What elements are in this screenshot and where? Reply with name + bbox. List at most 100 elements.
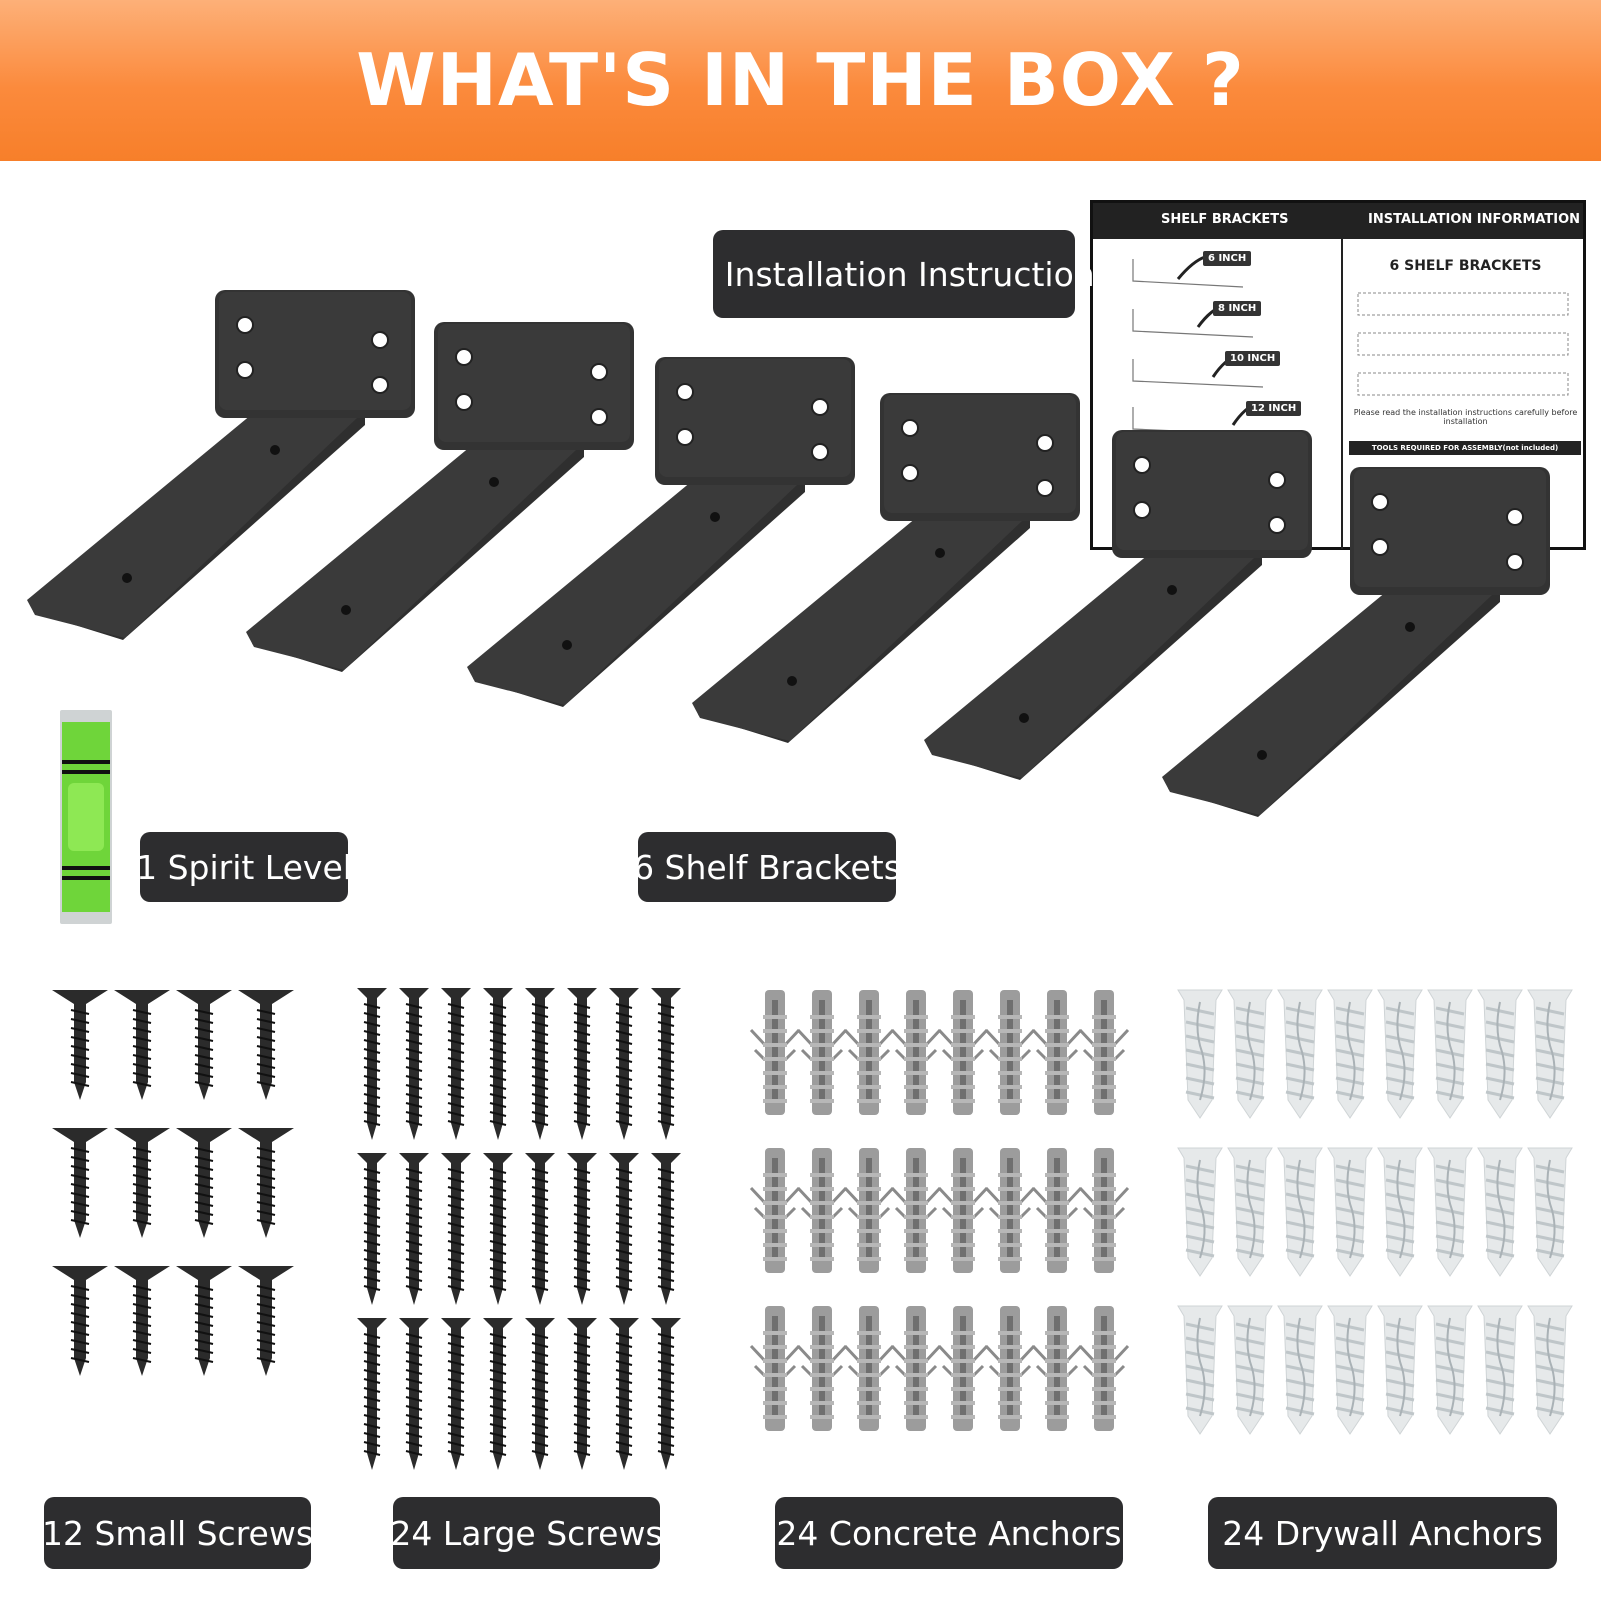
drywall-anchor (1177, 989, 1223, 1119)
large-screw (441, 988, 471, 1140)
drywall-anchor (1377, 1305, 1423, 1435)
sheet-header (1093, 203, 1583, 239)
size-tag-10: 10 INCH (1225, 351, 1281, 366)
concrete-anchor (1031, 1148, 1083, 1273)
page-title: WHAT'S IN THE BOX ? (356, 38, 1245, 122)
large-screw (483, 1153, 513, 1305)
large-screw (441, 1153, 471, 1305)
concrete-anchor (937, 1148, 989, 1273)
shelf-bracket (1162, 467, 1550, 817)
sheet-right-header: INSTALLATION INFORMATION (1368, 212, 1581, 227)
drywall-anchor (1277, 1305, 1323, 1435)
large-screw (609, 988, 639, 1140)
concrete-anchor (890, 1148, 942, 1273)
drywall-anchor (1527, 1305, 1573, 1435)
small-screw (52, 1266, 108, 1376)
label-concrete-anchors: 24 Concrete Anchors (775, 1497, 1123, 1569)
large-screw (651, 1318, 681, 1470)
small-screw (176, 990, 232, 1100)
drywall-anchor (1327, 989, 1373, 1119)
small-screw (114, 1266, 170, 1376)
large-screw (399, 1318, 429, 1470)
concrete-anchor (749, 990, 801, 1115)
small-screw (52, 1128, 108, 1238)
concrete-anchor (937, 1306, 989, 1431)
drywall-anchor (1227, 1305, 1273, 1435)
size-tag-8: 8 INCH (1213, 301, 1262, 316)
large-screw (441, 1318, 471, 1470)
large-screw (651, 1153, 681, 1305)
concrete-anchor (890, 990, 942, 1115)
sheet-shelf-diagrams (1357, 292, 1569, 396)
shelf-bracket (692, 393, 1080, 743)
drywall-anchor (1427, 989, 1473, 1119)
concrete-anchor (984, 1306, 1036, 1431)
concrete-anchor (843, 990, 895, 1115)
concrete-anchor (1078, 1306, 1130, 1431)
header-banner: WHAT'S IN THE BOX ? (0, 0, 1601, 161)
large-screw (483, 1318, 513, 1470)
concrete-anchor (984, 1148, 1036, 1273)
drywall-anchor (1277, 1147, 1323, 1277)
small-screw (176, 1266, 232, 1376)
large-screw (525, 1153, 555, 1305)
large-screw (357, 1318, 387, 1470)
concrete-anchor (749, 1306, 801, 1431)
drywall-anchor (1427, 1305, 1473, 1435)
drywall-anchor (1527, 1147, 1573, 1277)
large-screw (399, 988, 429, 1140)
drywall-anchor (1377, 1147, 1423, 1277)
large-screw (357, 988, 387, 1140)
drywall-anchor (1277, 989, 1323, 1119)
concrete-anchor (984, 990, 1036, 1115)
concrete-anchor (843, 1148, 895, 1273)
concrete-anchor (1078, 1148, 1130, 1273)
drywall-anchor (1377, 989, 1423, 1119)
label-spirit-level: 1 Spirit Level (136, 832, 352, 902)
concrete-anchor (1078, 990, 1130, 1115)
large-screw (525, 1318, 555, 1470)
concrete-anchor (937, 990, 989, 1115)
concrete-anchor (749, 1148, 801, 1273)
sheet-left-header: SHELF BRACKETS (1161, 212, 1289, 227)
drywall-anchor (1427, 1147, 1473, 1277)
concrete-anchor (796, 990, 848, 1115)
concrete-anchor (1031, 1306, 1083, 1431)
drywall-anchor (1477, 1305, 1523, 1435)
label-large-screws: 24 Large Screws (390, 1497, 663, 1569)
size-tag-12: 12 INCH (1246, 401, 1302, 416)
large-screw (609, 1153, 639, 1305)
drywall-anchor (1177, 1147, 1223, 1277)
large-screw (567, 1153, 597, 1305)
small-screw (52, 990, 108, 1100)
drywall-anchor (1177, 1305, 1223, 1435)
small-screw (114, 990, 170, 1100)
sheet-note: Please read the installation instruction… (1353, 408, 1578, 426)
label-small-screws: 12 Small Screws (42, 1497, 313, 1569)
small-screw (176, 1128, 232, 1238)
label-shelf-brackets: 6 Shelf Brackets (633, 832, 901, 902)
sheet-divider (1341, 239, 1343, 549)
large-screw (609, 1318, 639, 1470)
drywall-anchor (1527, 989, 1573, 1119)
large-screw (399, 1153, 429, 1305)
size-tag-6: 6 INCH (1203, 251, 1252, 266)
shelf-bracket (246, 322, 634, 672)
label-installation-instruction: 1 Installation Instruction (693, 230, 1095, 318)
small-screw (114, 1128, 170, 1238)
large-screw (525, 988, 555, 1140)
concrete-anchor (796, 1306, 848, 1431)
drywall-anchor (1477, 1147, 1523, 1277)
drywall-anchor (1227, 989, 1273, 1119)
sheet-tools-bar: TOOLS REQUIRED FOR ASSEMBLY(not included… (1349, 441, 1581, 455)
drywall-anchor (1227, 1147, 1273, 1277)
concrete-anchor (843, 1306, 895, 1431)
large-screw (567, 988, 597, 1140)
small-screw (238, 990, 294, 1100)
sheet-subtitle: 6 SHELF BRACKETS (1389, 258, 1542, 274)
spirit-level (60, 710, 112, 924)
small-screw (238, 1266, 294, 1376)
concrete-anchor (1031, 990, 1083, 1115)
shelf-bracket (27, 290, 415, 640)
